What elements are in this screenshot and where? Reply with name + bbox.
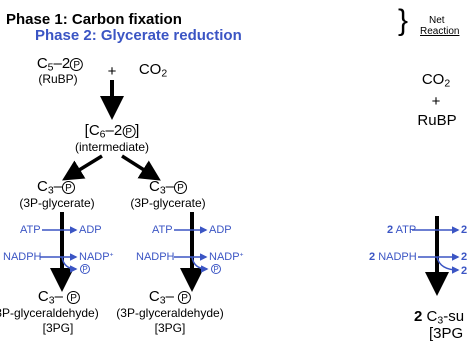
net-nadph: 2 NADPH [369,251,417,263]
phosphate-icon: P [70,57,84,71]
nadph-right: NADPH [136,251,175,263]
rubp-label: (RuBP) [38,72,78,86]
adp-right: ADP [209,224,232,236]
nadp-right: NADP+ [209,251,244,263]
phosphate-icon: P [80,264,90,275]
net-atp-right: 2 [461,224,468,236]
final-left-abbr: [3PG] [42,321,74,335]
net-nadph-right: 2 [461,251,468,263]
phosphate-icon: P [174,180,188,194]
net-rubp: RuBP [417,112,457,129]
plus-sign: + [107,63,117,80]
net-atp: 2 ATP [387,224,417,236]
net-product-abbr: [3PG [429,325,464,342]
pi-left: P [80,264,90,275]
net-plus: + [431,93,441,110]
atp-left: ATP [20,224,41,236]
product-right-formula: C3–P [149,179,188,196]
phosphate-icon: P [62,180,76,194]
adp-left: ADP [79,224,102,236]
pi-arrow-left [61,256,78,273]
split-arrow-right [121,154,161,181]
phosphate-icon: P [122,124,136,138]
net-label: Net Reaction [420,15,460,37]
final-left-label: (3P-glyceraldehyde) [0,306,99,320]
phase-1-title: Phase 1: Carbon fixation [6,11,182,28]
product-left-label: (3P-glycerate) [19,196,95,210]
net-product: 2 C3-su [414,308,465,327]
split-arrow-left [62,154,103,181]
product-right-label: (3P-glycerate) [130,196,206,210]
pi-right: P [211,264,221,275]
atp-right: ATP [152,224,173,236]
net-brace: } [398,4,409,37]
co2-formula: CO2 [138,61,168,80]
net-co2: CO2 [421,71,451,90]
nadph-left: NADPH [3,251,42,263]
product-left-formula: C3–P [37,179,76,196]
net-pi-arrow [436,256,460,274]
net-nadph-right-2: 2 [461,265,468,277]
intermediate-label: (intermediate) [74,140,150,154]
final-right-abbr: [3PG] [154,321,186,335]
nadp-left: NADP+ [79,251,114,263]
phase-2-title: Phase 2: Glycerate reduction [35,27,242,44]
pi-arrow-right [191,256,209,273]
phosphate-icon: P [211,264,221,275]
final-right-label: (3P-glyceraldehyde) [116,306,224,320]
